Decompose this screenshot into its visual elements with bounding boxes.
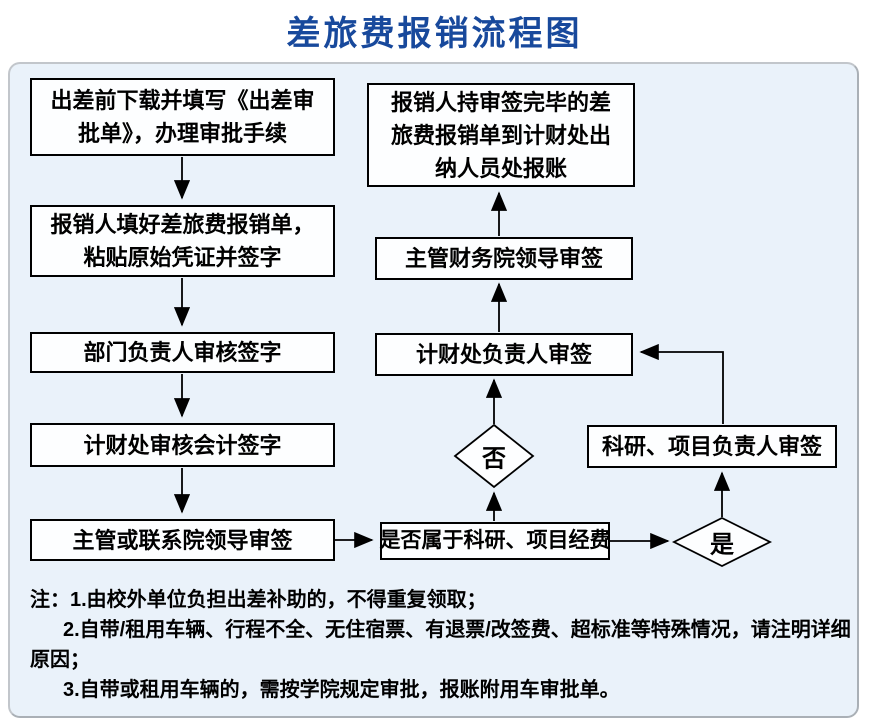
- decision-yes-label: 是: [710, 531, 734, 559]
- flow-node-is-research-fund: 是否属于科研、项目经费: [379, 522, 611, 560]
- footnotes: 注：1.由校外单位负担出差补助的，不得重复领取； 2.自带/租用车辆、行程不全、…: [30, 585, 851, 705]
- flow-node-finance-head-sign: 计财处负责人审签: [375, 333, 633, 376]
- flow-node-fill-form: 报销人填好差旅费报销单，粘贴原始凭证并签字: [30, 205, 335, 277]
- flow-node-label: 计财处审核会计签字: [83, 432, 282, 458]
- flow-node-dept-head-sign: 部门负责人审核签字: [30, 332, 335, 373]
- flow-node-finance-accountant-sign: 计财处审核会计签字: [30, 423, 335, 467]
- flow-node-cashier-reimburse: 报销人持审签完毕的差旅费报销单到计财处出纳人员处报账: [367, 83, 635, 187]
- flow-node-finance-dean-sign: 主管财务院领导审签: [375, 237, 633, 280]
- flow-node-label: 主管财务院领导审签: [404, 246, 603, 271]
- flow-node-research-leader-sign: 科研、项目负责人审签: [587, 425, 837, 468]
- flow-node-label: 是否属于科研、项目经费: [379, 529, 611, 553]
- footnote-line-4: 3.自带或租用车辆的，需按学院规定审批，报账附用车审批单。: [63, 679, 620, 701]
- flow-node-label: 部门负责人审核签字: [83, 340, 282, 365]
- decision-no-label: 否: [482, 445, 506, 473]
- footnote-line-1: 注：1.由校外单位负担出差补助的，不得重复领取；: [30, 589, 487, 611]
- page-title: 差旅费报销流程图: [286, 15, 583, 53]
- flow-node-download-form: 出差前下载并填写《出差审批单》，办理审批手续: [30, 78, 335, 156]
- flow-node-label: 科研、项目负责人审签: [601, 434, 822, 459]
- footnote-line-2: 2.自带/租用车辆、行程不全、无住宿票、有退票/改签费、超标准等特殊情况，请注明…: [63, 619, 851, 641]
- flow-node-supervisor-leader-sign: 主管或联系院领导审签: [30, 519, 335, 561]
- flow-node-label: 报销人持审签完毕的差旅费报销单到计财处出纳人员处报账: [391, 89, 612, 181]
- flow-node-label: 出差前下载并填写《出差审批单》，办理审批手续: [50, 88, 315, 146]
- flow-node-label: 计财处负责人审签: [415, 342, 592, 367]
- flow-node-label: 报销人填好差旅费报销单，粘贴原始凭证并签字: [50, 212, 315, 270]
- flow-node-label: 主管或联系院领导审签: [72, 527, 293, 553]
- footnote-line-3: 原因；: [30, 649, 90, 671]
